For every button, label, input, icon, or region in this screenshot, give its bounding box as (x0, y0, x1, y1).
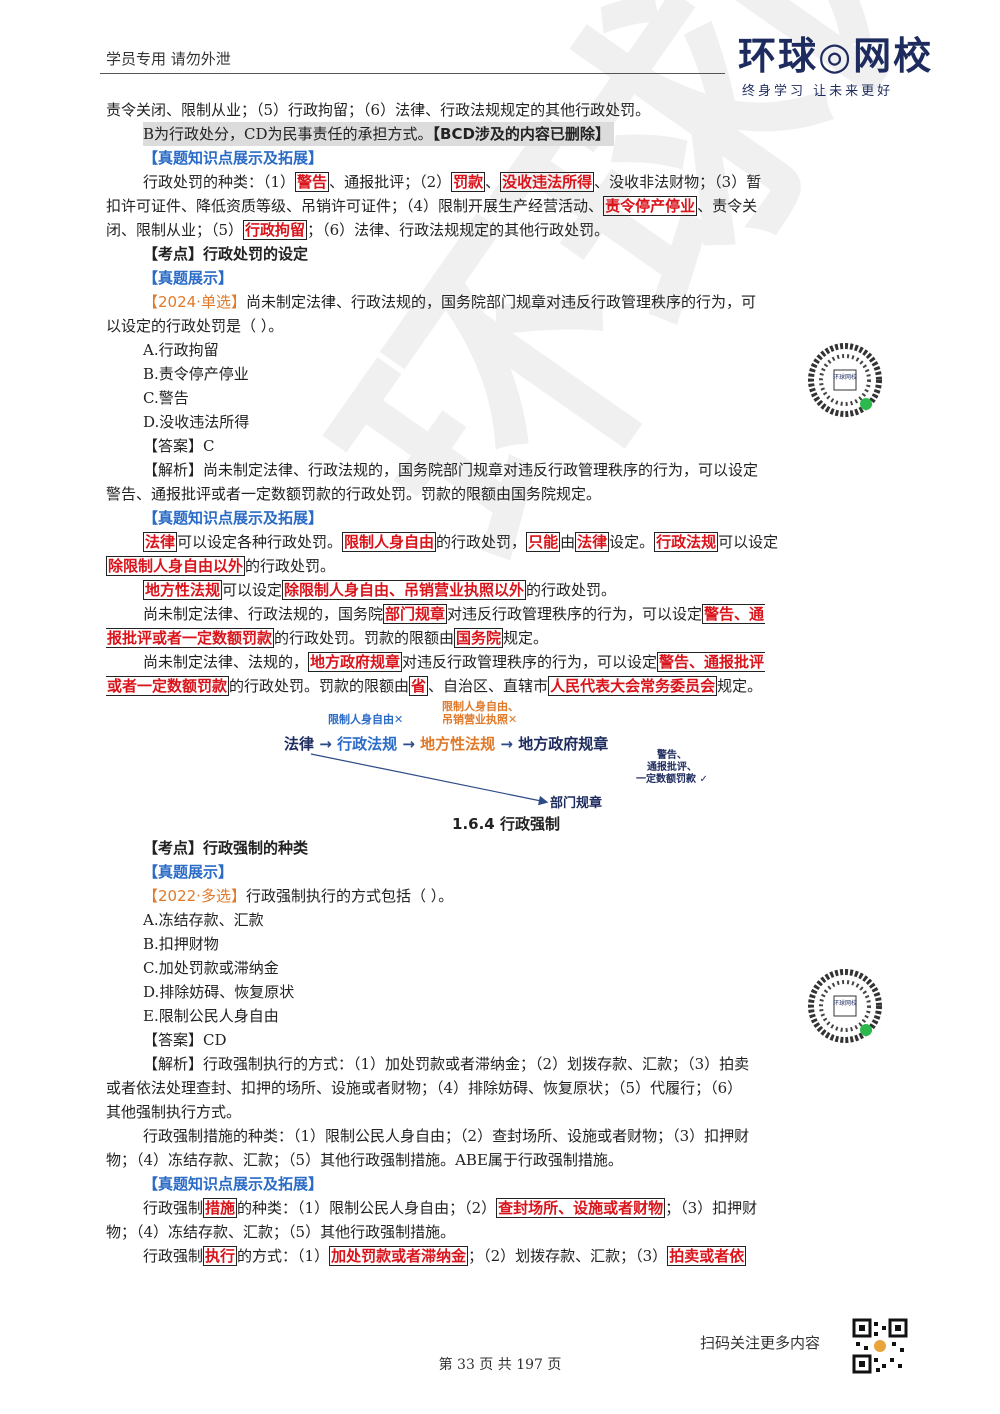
highlight: 警告 (295, 172, 330, 192)
highlight: 拍卖或者依 (667, 1246, 747, 1266)
text-line: 或者一定数额罚款的行政处罚。罚款的限额由省、自治区、直辖市人民代表大会常务委员会… (106, 676, 763, 696)
answer: 【答案】C (143, 437, 215, 455)
highlight: 查封场所、设施或者财物 (496, 1198, 666, 1218)
section-heading: 【真题知识点展示及拓展】 (143, 1175, 324, 1193)
highlight: 法律 (575, 532, 610, 552)
highlight: 地方政府规章 (308, 652, 403, 672)
topic-heading: 【考点】行政强制的种类 (143, 839, 309, 857)
section-title: 1.6.4 行政强制 (452, 815, 560, 833)
text-line: 尚未制定法律、法规的，地方政府规章对违反行政管理秩序的行为，可以设定警告、通报批… (143, 652, 766, 672)
text-line: 行政强制执行的方式：（1）加处罚款或者滞纳金；（2）划拨存款、汇款；（3）拍卖或… (143, 1246, 747, 1266)
highlight: 除限制人身自由、吊销营业执照以外 (282, 580, 527, 600)
highlight: 除限制人身自由以外 (106, 556, 246, 576)
qr-code-1-label: 环球网校 (833, 373, 857, 381)
highlight: 地方性法规 (143, 580, 223, 600)
diagram-arrows (310, 753, 549, 806)
text-line: 其他强制执行方式。 (106, 1103, 242, 1121)
qr-code-2: 环球网校 (808, 969, 882, 1043)
hierarchy-diagram: 限制人身自由✕ 限制人身自由、 吊销营业执照✕ 法律 → 行政法规 → 地方性法… (106, 700, 906, 812)
text-line: 责令关闭、限制从业；（5）行政拘留；（6）法律、行政法规规定的其他行政处罚。 (106, 101, 651, 119)
node-local-regulation: 地方性法规 (420, 735, 496, 753)
highlight: 执行 (203, 1246, 238, 1266)
text-line: 行政强制措施的种类：（1）限制公民人身自由；（2）查封场所、设施或者财物；（3）… (143, 1127, 750, 1145)
highlight: 法律 (143, 532, 178, 552)
section-heading: 【真题知识点展示及拓展】 (143, 149, 324, 167)
text-line: 除限制人身自由以外的行政处罚。 (106, 556, 336, 576)
option-a: A.冻结存款、汇款 (143, 911, 264, 929)
highlight: 国务院 (454, 628, 504, 648)
text-line: 法律可以设定各种行政处罚。限制人身自由的行政处罚，只能由法律设定。行政法规可以设… (143, 532, 779, 552)
highlight: 措施 (203, 1198, 238, 1218)
topic-heading: 【考点】行政处罚的设定 (143, 245, 309, 263)
answer: 【答案】CD (143, 1031, 227, 1049)
highlight: 人民代表大会常务委员会 (548, 676, 718, 696)
arrow-icon: → (500, 735, 513, 753)
analysis: 【解析】尚未制定法律、行政法规的，国务院部门规章对违反行政管理秩序的行为，可以设… (143, 461, 759, 479)
option-c: C.警告 (143, 389, 189, 407)
text-line: 警告、通报批评或者一定数额罚款的行政处罚。罚款的限额由国务院规定。 (106, 485, 602, 503)
highlight: 警告、通 (702, 604, 766, 624)
note-restrict-freedom: 限制人身自由✕ (328, 713, 404, 726)
qr-code-2-label: 环球网校 (833, 999, 857, 1007)
option-a: A.行政拘留 (143, 341, 219, 359)
hierarchy-chain: 法律 → 行政法规 → 地方性法规 → 地方政府规章 (284, 732, 608, 756)
brand-logo: 环球◎网校 (738, 34, 934, 78)
scan-prompt: 扫码关注更多内容 (700, 1334, 821, 1352)
highlight: 行政拘留 (243, 220, 308, 240)
node-local-gov-rule: 地方政府规章 (518, 735, 609, 753)
node-admin-regulation: 行政法规 (337, 735, 398, 753)
option-b: B.扣押财物 (143, 935, 219, 953)
highlight: 或者一定数额罚款 (106, 676, 230, 696)
header-notice: 学员专用 请勿外泄 (106, 50, 231, 68)
brand-slogan: 终身学习 让未来更好 (742, 84, 894, 99)
text-line: 扣许可证件、降低资质等级、吊销许可证件；（4）限制开展生产经营活动、责令停产停业… (106, 196, 758, 216)
highlight: 只能 (526, 532, 561, 552)
highlight: 加处罚款或者滞纳金 (329, 1246, 469, 1266)
highlight: 报批评或者一定数额罚款 (106, 628, 275, 648)
text-line: 行政处罚的种类：（1）警告、通报批评；（2）罚款、没收违法所得、没收非法财物；（… (143, 172, 762, 192)
note-local-regulation: 限制人身自由、 吊销营业执照✕ (442, 700, 519, 726)
text-line: 行政强制措施的种类：（1）限制公民人身自由；（2）查封场所、设施或者财物；（3）… (143, 1198, 758, 1218)
node-dept-rule: 部门规章 (550, 796, 603, 811)
page-number: 第 33 页 共 197 页 (438, 1357, 562, 1373)
section-heading: 【真题展示】 (143, 269, 234, 287)
arrow-icon: → (402, 735, 415, 753)
text-line: 或者依法处理查封、扣押的场所、设施或者财物；（4）排除妨碍、恢复原状；（5）代履… (106, 1079, 743, 1097)
highlight: 罚款 (451, 172, 486, 192)
qr-code-footer (852, 1318, 908, 1374)
highlight: 没收违法所得 (500, 172, 595, 192)
text-line: 物；（4）冻结存款、汇款；（5）其他行政强制措施。ABE属于行政强制措施。 (106, 1151, 623, 1169)
highlight: 责令停产停业 (603, 196, 698, 216)
highlight: 省 (409, 676, 429, 696)
header-rule (100, 73, 725, 74)
question-stem: 【2024·单选】尚未制定法律、行政法规的，国务院部门规章对违反行政管理秩序的行… (143, 293, 756, 311)
text-line: B为行政处分，CD为民事责任的承担方式。【BCD涉及的内容已删除】 (106, 122, 906, 146)
option-c: C.加处罚款或滞纳金 (143, 959, 279, 977)
text-line: 尚未制定法律、行政法规的，国务院部门规章对违反行政管理秩序的行为，可以设定警告、… (143, 604, 766, 624)
option-e: E.限制公民人身自由 (143, 1007, 279, 1025)
node-law: 法律 (284, 735, 315, 753)
highlight: 限制人身自由 (342, 532, 437, 552)
qr-code-1: 环球网校 (808, 343, 882, 417)
document-body: 责令关闭、限制从业；（5）行政拘留；（6）法律、行政法规规定的其他行政处罚。 B… (106, 98, 906, 1268)
text-line: 以设定的行政处罚是（ ）。 (106, 317, 284, 335)
highlight: 行政法规 (654, 532, 719, 552)
analysis: 【解析】行政强制执行的方式：（1）加处罚款或者滞纳金；（2）划拨存款、汇款；（3… (143, 1055, 750, 1073)
arrow-icon: → (319, 735, 332, 753)
question-stem: 【2022·多选】行政强制执行的方式包括（ ）。 (143, 887, 454, 905)
option-d: D.没收违法所得 (143, 413, 250, 431)
note-dept-rule: 警告、 通报批评、 一定数额罚款 ✓ (636, 750, 708, 785)
text-line: 报批评或者一定数额罚款的行政处罚。罚款的限额由国务院规定。 (106, 628, 549, 648)
section-heading: 【真题展示】 (143, 863, 234, 881)
highlight: 部门规章 (383, 604, 448, 624)
text-line: 物；（4）冻结存款、汇款；（5）其他行政强制措施。 (106, 1223, 456, 1241)
option-b: B.责令停产停业 (143, 365, 249, 383)
text-line: 闭、限制从业；（5）行政拘留；（6）法律、行政法规规定的其他行政处罚。 (106, 220, 610, 240)
section-heading: 【真题知识点展示及拓展】 (143, 509, 324, 527)
highlight: 警告、通报批评 (657, 652, 766, 672)
option-d: D.排除妨碍、恢复原状 (143, 983, 295, 1001)
text-line: 地方性法规可以设定除限制人身自由、吊销营业执照以外的行政处罚。 (143, 580, 617, 600)
